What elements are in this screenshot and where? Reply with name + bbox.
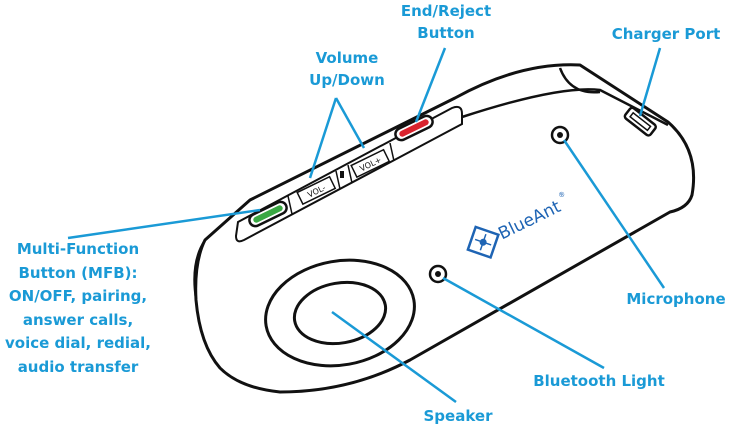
leader-volume-down [308,97,338,179]
callout-mfb-line3: ON/OFF, pairing, [8,287,148,305]
device-front-bevel [193,239,206,301]
volume-speaker-icon [340,171,344,178]
callout-mfb-line6: audio transfer [17,357,139,376]
leader-mfb [67,208,261,240]
callout-end-reject-line2: Button [417,24,475,42]
charger-port [623,106,657,137]
leader-lines [67,47,666,404]
registered-mark: ® [557,190,567,200]
callout-volume: Volume Up/Down [292,47,402,91]
callout-mfb-line2: Button (MFB): [18,263,138,282]
leader-speaker [331,310,457,404]
callout-end-reject: End/Reject Button [386,0,506,44]
mfb-button [248,200,288,228]
speaker-grille [264,258,416,368]
leader-microphone [562,139,666,289]
leader-volume-up [334,97,366,149]
button-strip [234,105,463,243]
leader-charger [638,47,662,117]
volume-down-button: VOL- [296,175,337,206]
device-top-edge [237,88,669,238]
callout-microphone: Microphone [626,290,726,308]
callout-volume-line2: Up/Down [309,71,385,89]
callout-bluetooth-light: Bluetooth Light [533,372,665,390]
leader-bluetooth [442,276,605,370]
end-reject-button [394,114,434,142]
callout-mfb-line5: voice dial, redial, [5,334,151,352]
callout-mfb-line4: answer calls, [22,310,134,329]
callout-charger-port: Charger Port [611,25,721,43]
callout-speaker: Speaker [423,407,493,425]
callout-volume-line1: Volume [315,49,379,67]
device-side-edge [558,67,601,94]
leader-end-reject [414,47,447,123]
callout-mfb: Multi-Function Button (MFB): ON/OFF, pai… [0,238,156,379]
callout-end-reject-line1: End/Reject [400,2,492,20]
callout-mfb-line1: Multi-Function [16,240,140,258]
